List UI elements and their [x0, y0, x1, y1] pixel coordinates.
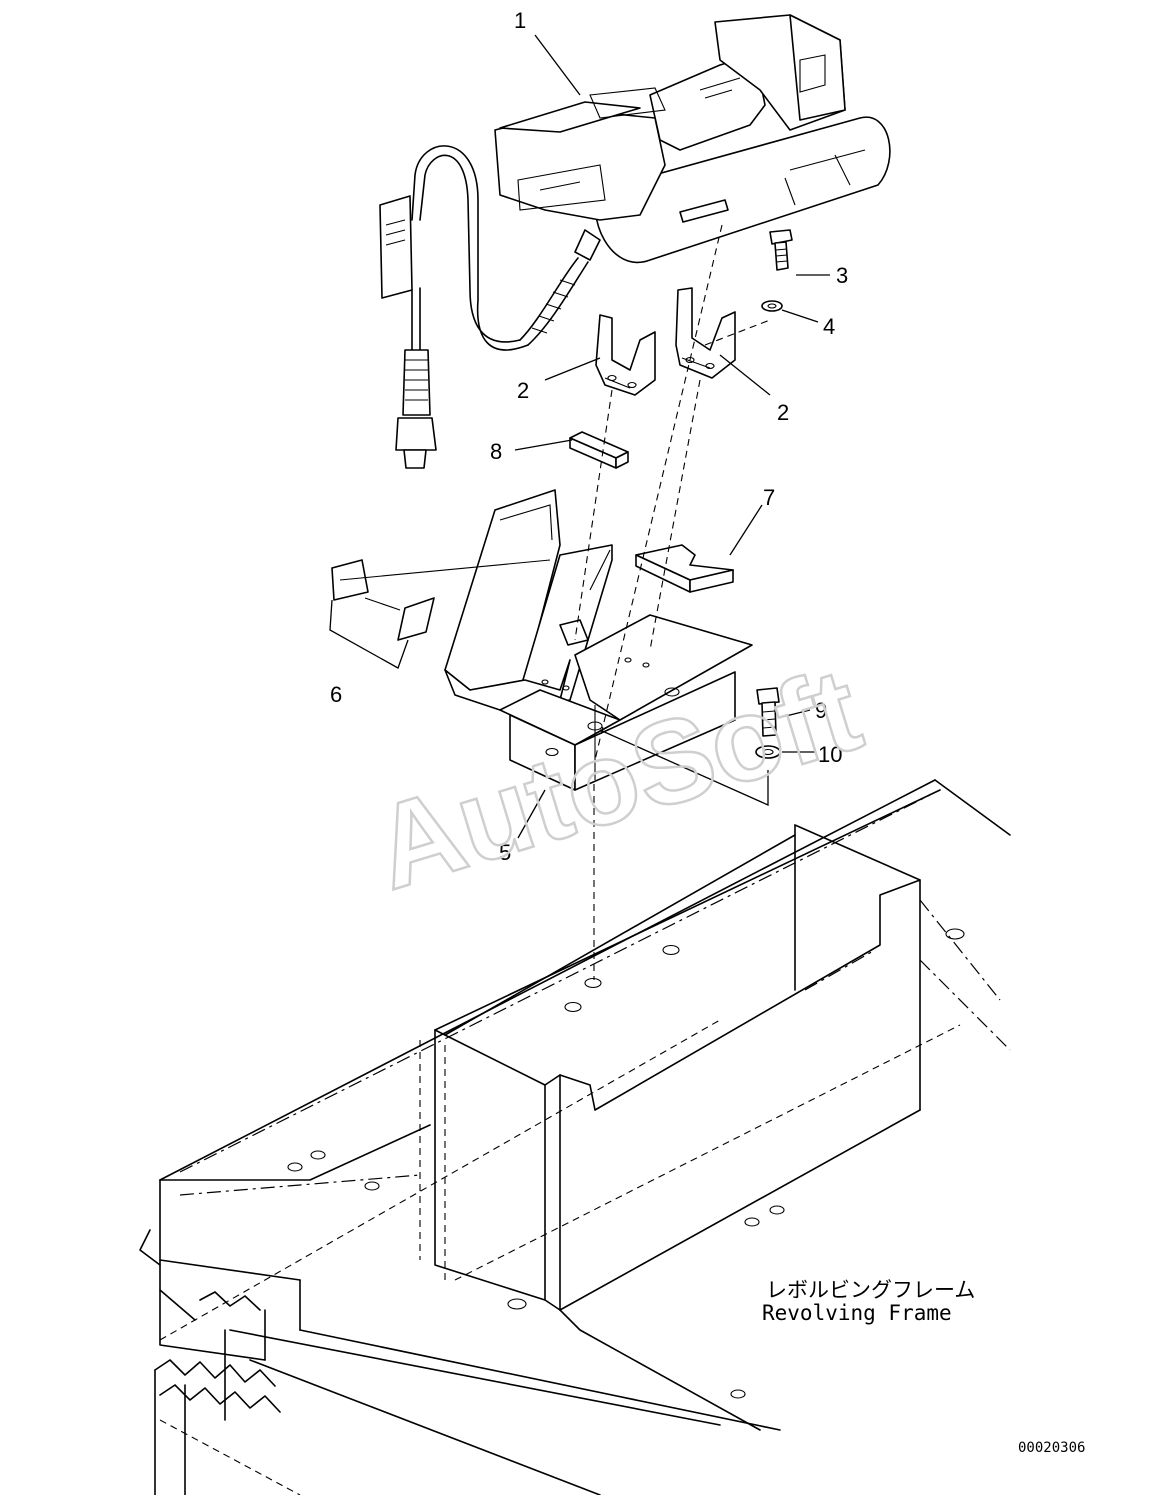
bracket-part-5	[444, 489, 753, 791]
callout-2: 2	[777, 400, 789, 425]
clamp-part-2	[595, 287, 736, 396]
callout-7: 7	[763, 485, 775, 510]
frame-label-english: Revolving Frame	[762, 1301, 952, 1325]
washer-part-10	[755, 745, 781, 759]
pad-part-7	[635, 544, 734, 593]
callout-2: 2	[517, 378, 529, 403]
callout-4: 4	[823, 314, 835, 339]
grease-gun-part-1	[379, 14, 891, 469]
washer-part-4	[761, 300, 783, 312]
bolt-part-3	[769, 229, 793, 271]
callout-6: 6	[330, 682, 342, 707]
assembly-centerlines	[339, 224, 771, 761]
pad-part-6	[329, 559, 435, 669]
frame-label-japanese: レボルビングフレーム	[766, 1278, 975, 1302]
bolt-part-9	[756, 687, 780, 737]
callout-3: 3	[836, 263, 848, 288]
callout-1: 1	[514, 8, 526, 33]
callout-8: 8	[490, 439, 502, 464]
callout-9: 9	[815, 698, 827, 723]
drawing-number: 00020306	[1018, 1440, 1085, 1456]
callout-10: 10	[818, 742, 842, 767]
pad-part-8	[569, 431, 629, 469]
revolving-frame	[139, 760, 1011, 1495]
leader-lines	[514, 34, 830, 839]
callout-labels: 1 2 2 3 4 5 6 7 8 9 10	[330, 8, 848, 865]
callout-5: 5	[499, 840, 511, 865]
